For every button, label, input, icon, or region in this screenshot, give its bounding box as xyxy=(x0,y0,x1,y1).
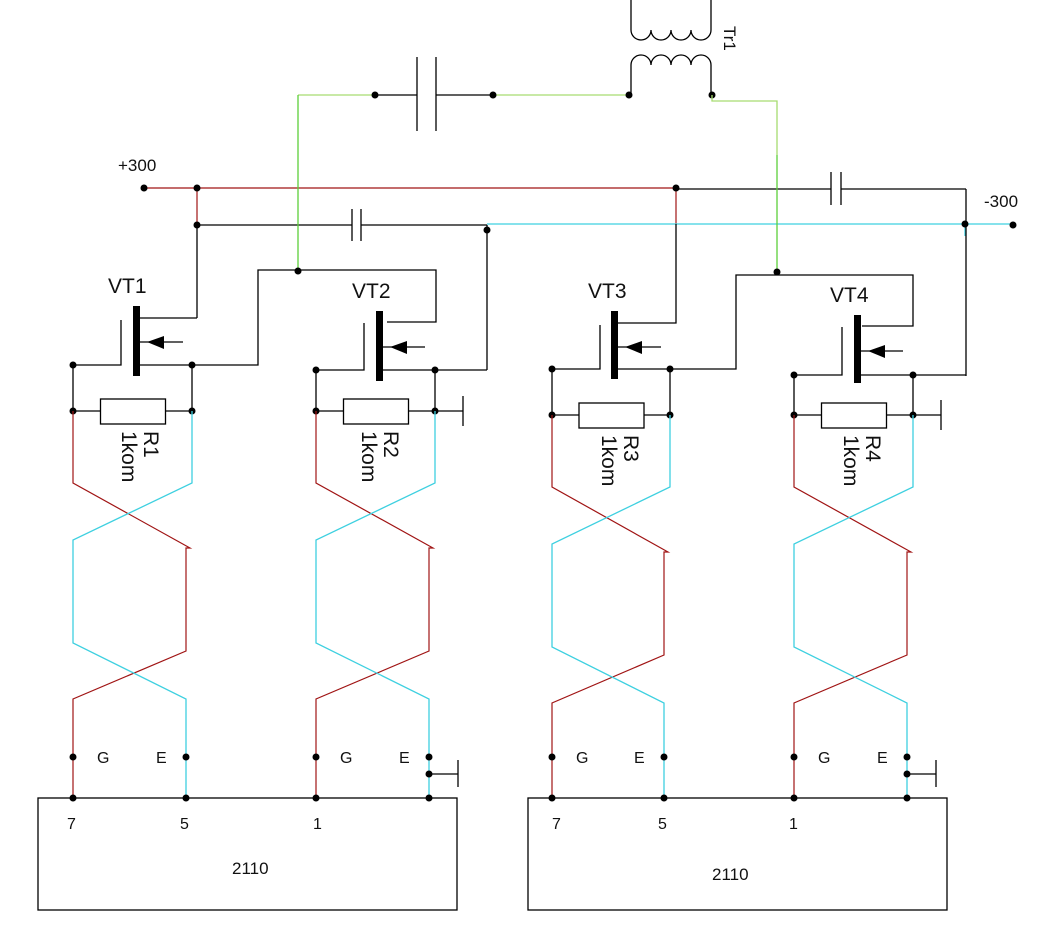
emitter-label: E xyxy=(156,750,167,767)
emitter-label: E xyxy=(399,750,410,767)
pin-7: 7 xyxy=(552,816,561,833)
pin-1: 1 xyxy=(789,816,798,833)
resistor-value: 1kom xyxy=(117,431,140,482)
pin-5: 5 xyxy=(180,816,189,833)
gate-label: G xyxy=(576,750,588,767)
emitter-wire xyxy=(551,415,671,798)
transformer-label: Tr1 xyxy=(720,26,739,51)
negative-rail-label: -300 xyxy=(984,192,1018,211)
pin-1: 1 xyxy=(313,816,322,833)
negative-rail: -300 xyxy=(487,192,1018,236)
resistor-value: 1kom xyxy=(357,431,380,482)
transistor-vt1: VT1 xyxy=(73,267,437,376)
emitter-wire xyxy=(793,415,914,798)
driver-2110-left: 2110 7 5 1 xyxy=(37,797,458,911)
transistor-vt2: VT2 xyxy=(316,280,487,381)
positive-rail-label: +300 xyxy=(118,156,156,175)
output-capacitor xyxy=(297,57,628,270)
transistor-vt3: VT3 xyxy=(552,224,914,379)
resistor-value: 1kom xyxy=(597,435,620,486)
negative-terminal xyxy=(1009,221,1017,229)
vt4-label: VT4 xyxy=(830,284,869,307)
gate-wire xyxy=(315,411,436,798)
gate-label: G xyxy=(818,750,830,767)
vt2-label: VT2 xyxy=(352,280,391,303)
resistor-name: R3 xyxy=(619,435,642,462)
vt1-label: VT1 xyxy=(108,275,147,298)
emitter-label: E xyxy=(634,750,645,767)
emitter-label: E xyxy=(877,750,888,767)
driver-left-label: 2110 xyxy=(232,859,269,878)
pin-5: 5 xyxy=(658,816,667,833)
capacitor-left xyxy=(193,209,491,370)
capacitor-right xyxy=(676,172,967,376)
emitter-wire xyxy=(72,411,193,798)
pin-7: 7 xyxy=(67,816,76,833)
driver-2110-right: 2110 7 5 1 xyxy=(527,797,948,911)
positive-rail: +300 xyxy=(118,156,680,225)
gate-label: G xyxy=(97,750,109,767)
resistor-name: R1 xyxy=(139,431,162,458)
driver-right-label: 2110 xyxy=(712,865,749,884)
resistor-name: R4 xyxy=(861,435,884,462)
positive-terminal xyxy=(140,184,148,192)
transistor-vt4: VT4 xyxy=(794,284,966,383)
resistor-value: 1kom xyxy=(839,435,862,486)
resistor-name: R2 xyxy=(379,431,402,458)
emitter-wire xyxy=(315,411,436,798)
transformer-tr1: Tr1 xyxy=(625,0,778,271)
gate-label: G xyxy=(340,750,352,767)
gate-wire xyxy=(793,415,914,798)
vt3-label: VT3 xyxy=(588,280,627,303)
gate-wire xyxy=(72,411,193,798)
gate-wire xyxy=(551,415,671,798)
